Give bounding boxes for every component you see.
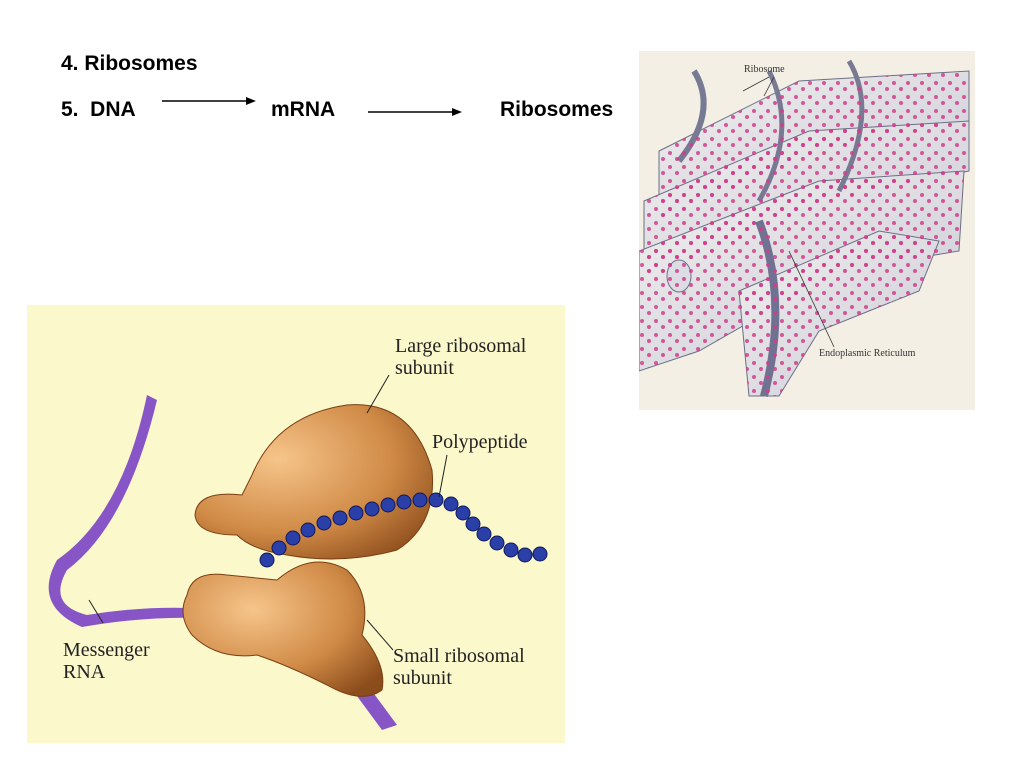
arrow-dna-to-mrna (162, 97, 256, 105)
ribosome-structure-illustration: Large ribosomal subunit Polypeptide Mess… (27, 305, 565, 743)
large-subunit-label: Large ribosomal subunit (395, 335, 527, 379)
polypeptide-label: Polypeptide (432, 431, 528, 453)
flow-ribosomes: Ribosomes (500, 98, 614, 121)
ribosome-label: Ribosome (744, 64, 785, 75)
rough-er-illustration: Ribosome Endoplasmic Reticulum (638, 51, 975, 410)
small-subunit-label: Small ribosomal subunit (393, 645, 525, 689)
ribosome-drawing (48, 374, 548, 730)
endoplasmic-reticulum-label: Endoplasmic Reticulum (819, 348, 916, 359)
rough-er-drawing (638, 59, 970, 398)
line-4-ribosomes: 4. Ribosomes (61, 52, 198, 75)
arrow-mrna-to-ribosomes (368, 108, 462, 116)
messenger-rna-label: Messenger RNA (63, 639, 150, 683)
flow-mrna: mRNA (271, 98, 336, 121)
line-5-dna: 5. DNA (61, 98, 136, 121)
